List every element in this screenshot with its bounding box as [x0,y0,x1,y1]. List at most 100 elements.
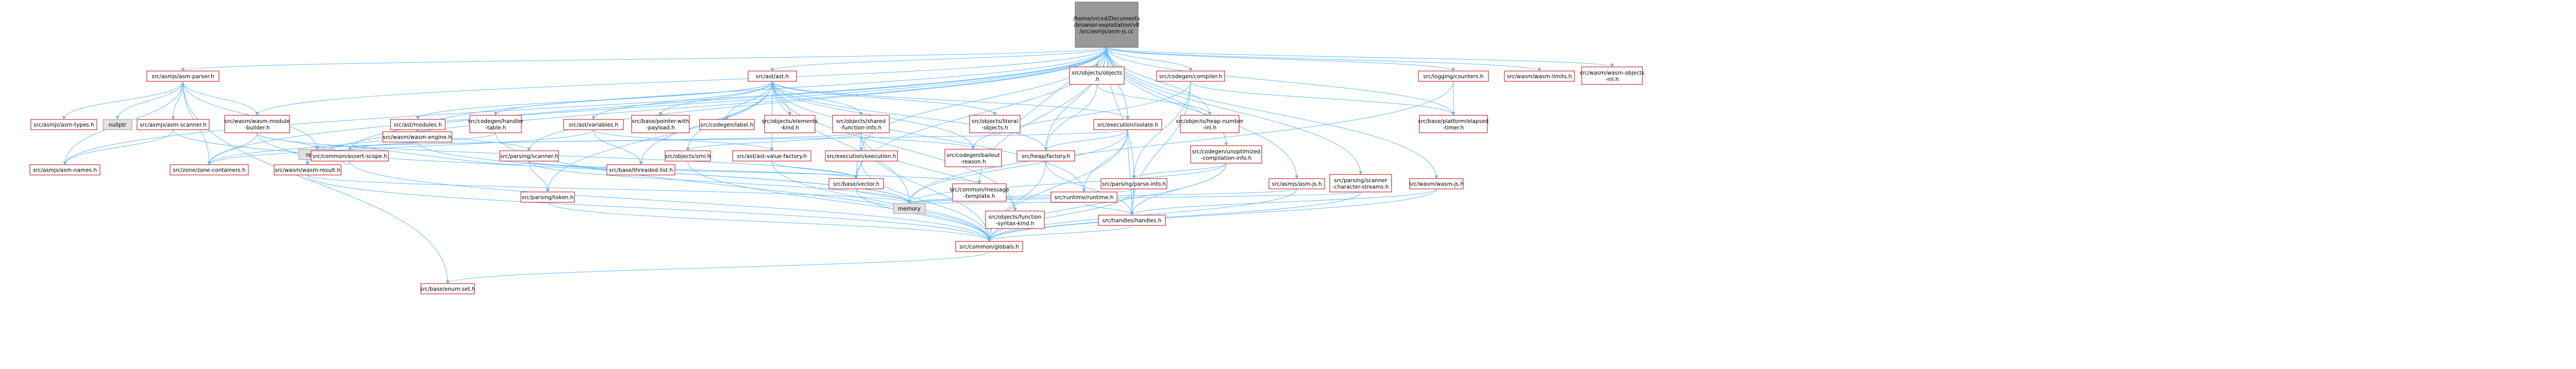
edge-root-to-logging_counters [1106,47,1455,72]
node-codegen-handler-table[interactable]: src/codegen/handler-table.h [468,115,523,133]
node-codegen-bailout-reason[interactable]: src/codegen/bailout-reason.h [944,149,1002,167]
node-label: src/ast/ast.h [756,74,789,80]
edge-asm_parser-to-asm_types [62,81,183,120]
node-asm-types[interactable]: src/asmjs/asm-types.h [30,119,97,130]
node-parsing-token[interactable]: src/parsing/token.h [520,191,575,203]
node-ast-modules[interactable]: src/ast/modules.h [390,119,446,130]
node-label: src/base/threaded-list.h [609,167,673,173]
edge-objects_shared_function_info-to-objects_smi [686,132,861,151]
node-box [631,115,690,133]
node-label: src/codegen/compiler.h [1159,74,1222,80]
node-box [137,119,210,130]
edge-ast_value_factory-to-common_globals [771,161,991,242]
node-asm-js-h[interactable]: src/asmjs/asm-js.h [1268,178,1325,189]
edge-root-to-wasm_js [1106,47,1438,179]
edge-parsing_token-to-common_globals [547,202,991,242]
edge-ast-to-codegen_handler_table [494,81,773,116]
node-label: -template.h [963,193,995,199]
node-box [952,183,1007,202]
node-objects-literal-objects[interactable]: src/objects/literal-objects.h [969,115,1021,133]
dependency-edges [62,47,1614,284]
node-label: src/common/message [950,187,1009,193]
node-objects-smi[interactable]: src/objects/smi.h [665,150,711,162]
node-box [606,164,675,175]
node-label: src/asmjs/asm-js.h [1272,181,1321,187]
edge-ast-to-execution_isolate [772,81,1130,120]
node-box [748,71,797,82]
node-ast[interactable]: src/ast/ast.h [748,71,797,82]
edge-objects_shared_function_info-to-objects_function_syntax_kind [860,132,1017,212]
node-heap-factory[interactable]: src/heap/factory.h [1016,150,1075,162]
node-codegen-compiler[interactable]: src/codegen/compiler.h [1156,71,1225,82]
node-nullptr[interactable]: nullptr [103,119,132,130]
node-box [955,241,1023,252]
node-common-globals[interactable]: src/common/globals.h [955,241,1023,252]
edge-ast_variables-to-ast_value_factory [593,129,774,151]
node-wasm-objects-inl[interactable]: src/wasm/wasm-objects-inl.h [1580,66,1645,85]
node-base-enum-set[interactable]: src/base/enum-set.h [420,283,476,294]
node-box [1050,191,1117,203]
edge-ast-to-ast_modules [416,81,773,120]
node-common-assert-scope[interactable]: src/common/assert-scope.h [311,150,389,162]
edge-codegen_handler_table-to-common_globals [495,132,991,242]
node-label: src/heap/factory.h [1022,153,1070,160]
node-box [469,115,522,133]
node-wasm-result[interactable]: src/wasm/wasm-result.h [274,164,342,175]
edge-ast-to-objects_smi [686,81,773,151]
node-wasm-limits[interactable]: src/wasm/wasm-limits.h [1504,71,1575,82]
node-label: src/objects/shared [836,118,886,125]
node-codegen-unoptimized-compilation-info[interactable]: src/codegen/unoptimized-compilation-info… [1190,145,1262,164]
node-runtime-runtime[interactable]: src/runtime/runtime.h [1050,191,1117,203]
edge-codegen_compiler-to-parsing_parse_info [1132,81,1191,179]
node-box [1418,71,1489,82]
node-zone-containers[interactable]: src/zone/zone-containers.h [170,164,249,175]
node-label: /home/vrcxd/Documents [1073,16,1140,22]
node-logging-counters[interactable]: src/logging/counters.h [1418,71,1489,82]
node-root[interactable]: /home/vrcxd/Documents/browser-exploitati… [1073,2,1140,48]
node-execution-execution[interactable]: src/execution/execution.h [825,150,898,162]
node-label: src/execution/isolate.h [1097,122,1158,128]
node-ast-variables[interactable]: src/ast/variables.h [563,119,624,130]
node-ast-value-factory[interactable]: src/ast/ast-value-factory.h [732,150,811,162]
node-label: src/codegen/label.h [701,122,754,128]
node-label: src/common/globals.h [959,244,1019,250]
node-codegen-label[interactable]: src/codegen/label.h [699,119,755,130]
node-objects-heap-number-inl[interactable]: src/objects/heap-number-inl.h [1176,115,1244,133]
node-box [499,150,559,162]
node-objects-shared-function-info[interactable]: src/objects/shared-function-info.h [832,115,890,133]
node-box [699,119,755,130]
node-label: /src/asmjs/asm-js.cc [1079,29,1134,35]
edge-root-to-ast [770,47,1107,72]
node-parsing-parse-info[interactable]: src/parsing/parse-info.h [1100,178,1167,189]
node-parsing-scanner-character-streams[interactable]: src/parsing/scanner-character-streams.h [1329,174,1392,192]
node-box [1581,66,1643,85]
node-base-platform-elapsed-timer[interactable]: src/base/platform/elapsed-timer.h [1418,115,1489,133]
node-common-message-template[interactable]: src/common/message-template.h [950,183,1009,202]
node-base-pointer-with-payload[interactable]: src/base/pointer-with-payload.h [631,115,690,133]
node-wasm-module-builder[interactable]: src/wasm/wasm-module-builder.h [224,115,290,133]
node-asm-parser[interactable]: src/asmjs/asm-parser.h [146,71,219,82]
node-label: src/objects/elements [762,118,818,125]
edge-ast-to-parsing_token [546,81,773,192]
node-box [29,164,100,175]
node-asm-names[interactable]: src/asmjs/asm-names.h [29,164,100,175]
node-objects-function-syntax-kind[interactable]: src/objects/function-syntax-kind.h [985,210,1045,229]
node-label: -builder.h [244,125,269,131]
node-base-vector[interactable]: src/base/vector.h [828,178,884,189]
node-base-threaded-list[interactable]: src/base/threaded-list.h [606,164,675,175]
node-label: src/common/assert-scope.h [313,153,387,160]
node-box [985,210,1045,229]
node-handles-handles[interactable]: src/handles/handles.h [1098,215,1166,226]
node-objects-elements-kind[interactable]: src/objects/elements-kind.h [762,115,818,133]
node-execution-isolate[interactable]: src/execution/isolate.h [1093,119,1162,130]
node-label: memory [898,206,921,212]
node-memory[interactable]: memory [893,203,926,214]
node-wasm-engine[interactable]: src/wasm/wasm-engine.h [382,131,452,143]
node-box [828,178,884,189]
node-wasm-js[interactable]: src/wasm/wasm-js.h [1409,178,1464,189]
edge-ast_value_factory-to-base_vector [771,161,858,179]
node-box [1419,115,1488,133]
node-objects-objects[interactable]: src/objects/objects.h [1069,66,1125,85]
node-asm-scanner[interactable]: src/asmjs/asm-scanner.h [137,119,210,130]
node-parsing-scanner[interactable]: src/parsing/scanner.h [499,150,559,162]
